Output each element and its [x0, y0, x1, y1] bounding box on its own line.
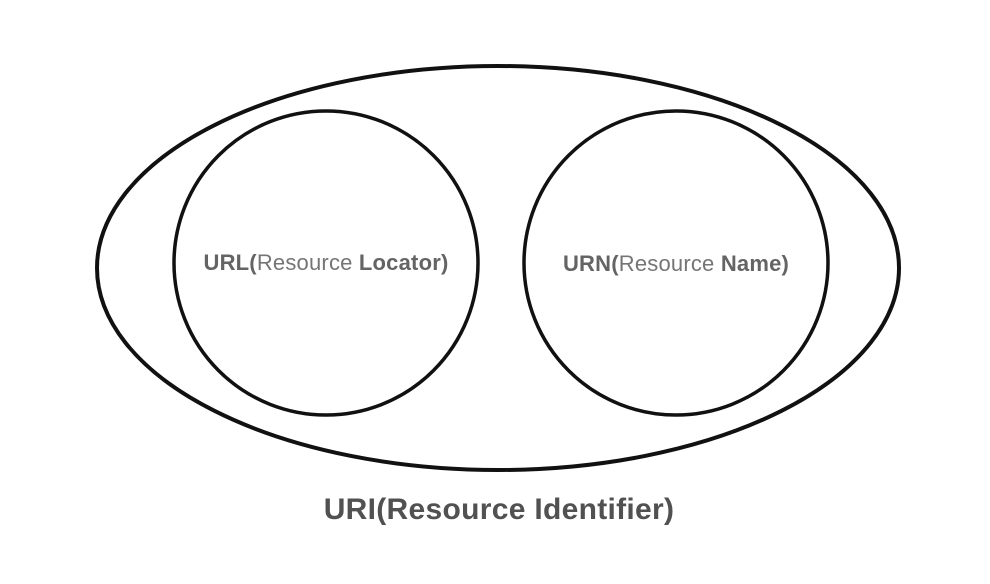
url-label-acronym: URL( [203, 250, 257, 275]
uri-outer-ellipse [95, 64, 901, 472]
url-circle-label: URL(Resource Locator) [203, 252, 448, 274]
urn-circle [522, 109, 830, 417]
urn-label-acronym: URN( [562, 251, 619, 276]
urn-label-middle: Resource [618, 251, 721, 276]
uri-diagram-title: URI(Resource Identifier) [323, 493, 675, 526]
urn-circle-label: URN(Resource Name) [563, 253, 789, 275]
url-label-emphasis: Locator) [358, 250, 449, 275]
url-circle [172, 109, 480, 417]
url-label-middle: Resource [256, 250, 359, 275]
urn-label-emphasis: Name) [720, 251, 790, 276]
